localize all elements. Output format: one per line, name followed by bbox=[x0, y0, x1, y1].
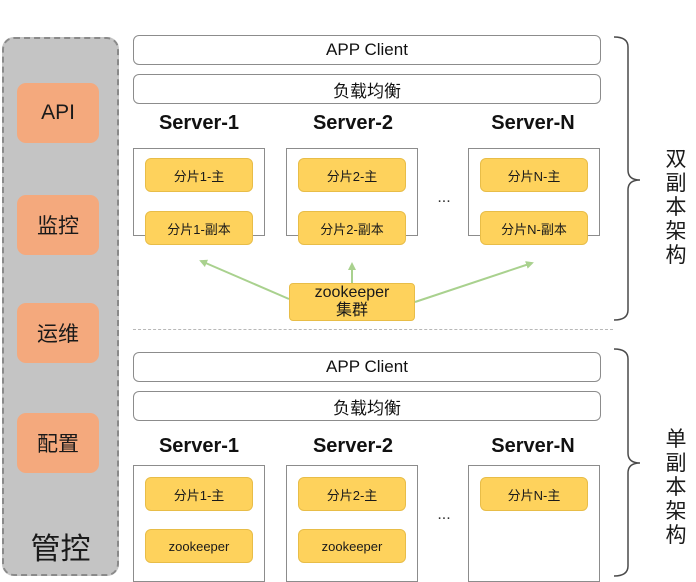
single-zookeeper-1: zookeeper bbox=[145, 529, 253, 563]
dual-shard-n-primary: 分片N-主 bbox=[480, 158, 588, 192]
single-server-1-title: Server-1 bbox=[158, 435, 240, 457]
dual-load-balancer-bar: 负载均衡 bbox=[133, 74, 601, 104]
single-app-client-bar: APP Client bbox=[133, 352, 601, 382]
zookeeper-cluster: zookeeper 集群 bbox=[289, 283, 415, 321]
single-bracket bbox=[613, 348, 641, 577]
dual-server-2-title: Server-2 bbox=[312, 112, 394, 134]
zookeeper-cluster-line2: 集群 bbox=[335, 302, 368, 319]
zk-arrow-server-1 bbox=[199, 259, 290, 300]
dual-shard-1-primary: 分片1-主 bbox=[145, 158, 253, 192]
dual-app-client-bar: APP Client bbox=[133, 35, 601, 65]
config-button[interactable]: 配置 bbox=[17, 413, 99, 473]
api-button[interactable]: API bbox=[17, 83, 99, 143]
dual-server-1-title: Server-1 bbox=[158, 112, 240, 134]
dual-ellipsis: ... bbox=[437, 189, 451, 206]
zk-arrow-server-n bbox=[414, 261, 534, 303]
management-title: 管控 bbox=[30, 533, 91, 566]
single-shard-2-primary: 分片2-主 bbox=[298, 477, 406, 511]
single-replica-label: 单 副 本 架 构 bbox=[665, 428, 687, 547]
dual-bracket bbox=[613, 36, 641, 321]
single-shard-1-primary: 分片1-主 bbox=[145, 477, 253, 511]
dual-shard-2-primary: 分片2-主 bbox=[298, 158, 406, 192]
dual-shard-1-replica: 分片1-副本 bbox=[145, 211, 253, 245]
single-ellipsis: ... bbox=[437, 506, 451, 523]
dual-replica-label: 双 副 本 架 构 bbox=[665, 148, 687, 267]
dual-shard-2-replica: 分片2-副本 bbox=[298, 211, 406, 245]
monitor-button[interactable]: 监控 bbox=[17, 195, 99, 255]
section-divider bbox=[133, 329, 613, 330]
dual-shard-n-replica: 分片N-副本 bbox=[480, 211, 588, 245]
single-zookeeper-2: zookeeper bbox=[298, 529, 406, 563]
single-load-balancer-bar: 负载均衡 bbox=[133, 391, 601, 421]
single-server-2-title: Server-2 bbox=[312, 435, 394, 457]
single-shard-n-primary: 分片N-主 bbox=[480, 477, 588, 511]
zookeeper-cluster-line1: zookeeper bbox=[314, 284, 390, 301]
dual-server-n-title: Server-N bbox=[491, 112, 575, 134]
single-server-n-title: Server-N bbox=[491, 435, 575, 457]
ops-button[interactable]: 运维 bbox=[17, 303, 99, 363]
